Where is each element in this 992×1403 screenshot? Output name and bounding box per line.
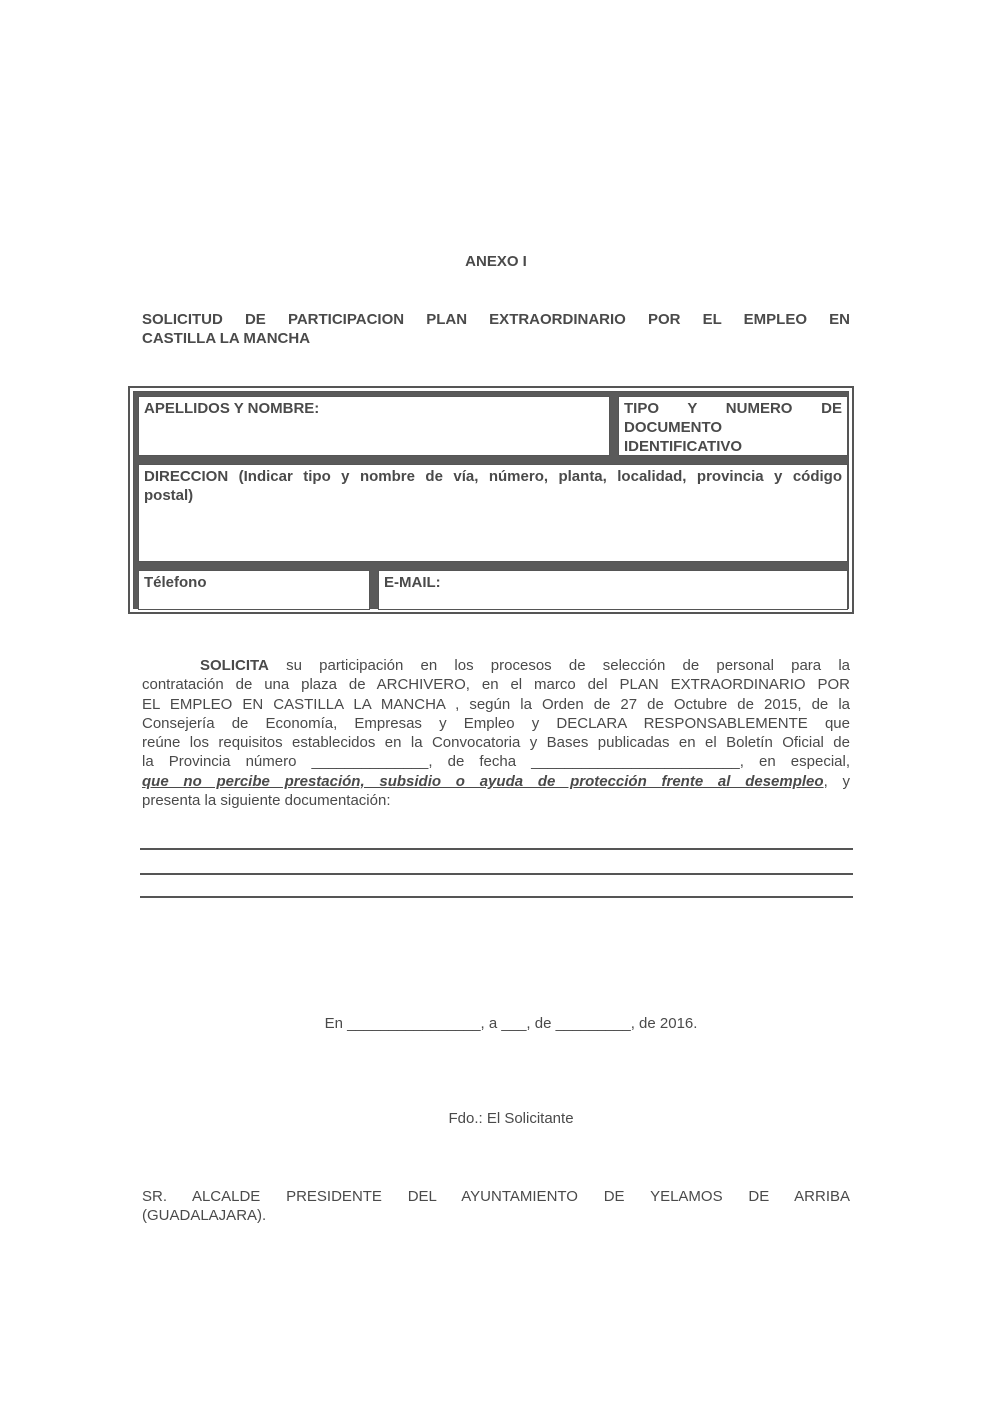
recipient: SR. ALCALDE PRESIDENTE DEL AYUNTAMIENTO … [142,1187,850,1225]
form-title-line-1: SOLICITUD DE PARTICIPACION PLAN EXTRAORD… [142,311,850,328]
documentation-line-1[interactable] [140,848,853,850]
request-paragraph: SOLICITA su participación en los proceso… [142,656,850,810]
applicant-data-table-inner: APELLIDOS Y NOMBRE: TIPO Y NUMERO DE DOC… [133,391,849,610]
paragraph-line-4: Consejería de Economía, Empresas y Emple… [142,714,850,732]
paragraph-line-8: presenta la siguiente documentación: [142,792,391,810]
email-label: E-MAIL: [384,574,441,591]
documentation-line-3[interactable] [140,896,853,898]
documentation-line-2[interactable] [140,873,853,875]
name-field[interactable]: APELLIDOS Y NOMBRE: [138,396,610,456]
paragraph-line-3: EL EMPLEO EN CASTILLA LA MANCHA , según … [142,695,850,713]
phone-field[interactable]: Télefono [138,570,370,610]
id-document-label-line-3: IDENTIFICATIVO [624,438,743,455]
address-label-line-1: DIRECCION (Indicar tipo y nombre de vía,… [144,468,842,485]
paragraph-line-6: la Provincia número ______________, de f… [142,753,850,771]
phone-label: Télefono [144,574,207,591]
form-title: SOLICITUD DE PARTICIPACION PLAN EXTRAORD… [142,310,850,348]
recipient-line-2: (GUADALAJARA). [142,1207,267,1224]
applicant-data-table: APELLIDOS Y NOMBRE: TIPO Y NUMERO DE DOC… [128,386,854,614]
paragraph-line-2: contratación de una plaza de ARCHIVERO, … [142,676,850,694]
paragraph-line-7: que no percibe prestación, subsidio o ay… [142,772,850,791]
place-date-line: En ________________, a ___, de _________… [324,1015,698,1032]
paragraph-line-7-text: , y [823,772,850,790]
id-document-label-line-2: DOCUMENTO [624,419,723,436]
paragraph-line-5: reúne los requisitos establecidos en la … [142,734,850,752]
paragraph-line-1-text: su participación en los procesos de sele… [286,657,850,674]
id-document-field[interactable]: TIPO Y NUMERO DE DOCUMENTO IDENTIFICATIV… [618,396,848,456]
solicita-keyword: SOLICITA [200,657,269,674]
address-label-line-2: postal) [144,487,194,504]
email-field[interactable]: E-MAIL: [378,570,848,610]
name-label: APELLIDOS Y NOMBRE: [144,400,320,417]
recipient-line-1: SR. ALCALDE PRESIDENTE DEL AYUNTAMIENTO … [142,1188,850,1205]
signature-line: Fdo.: El Solicitante [448,1110,574,1127]
annex-title: ANEXO I [465,253,527,270]
form-title-line-2: CASTILLA LA MANCHA [142,330,311,347]
unemployment-declaration: que no percibe prestación, subsidio o ay… [142,772,824,790]
paragraph-line-1: SOLICITA su participación en los proceso… [142,656,850,675]
id-document-label-line-1: TIPO Y NUMERO DE [624,400,842,417]
address-field[interactable]: DIRECCION (Indicar tipo y nombre de vía,… [138,464,848,562]
